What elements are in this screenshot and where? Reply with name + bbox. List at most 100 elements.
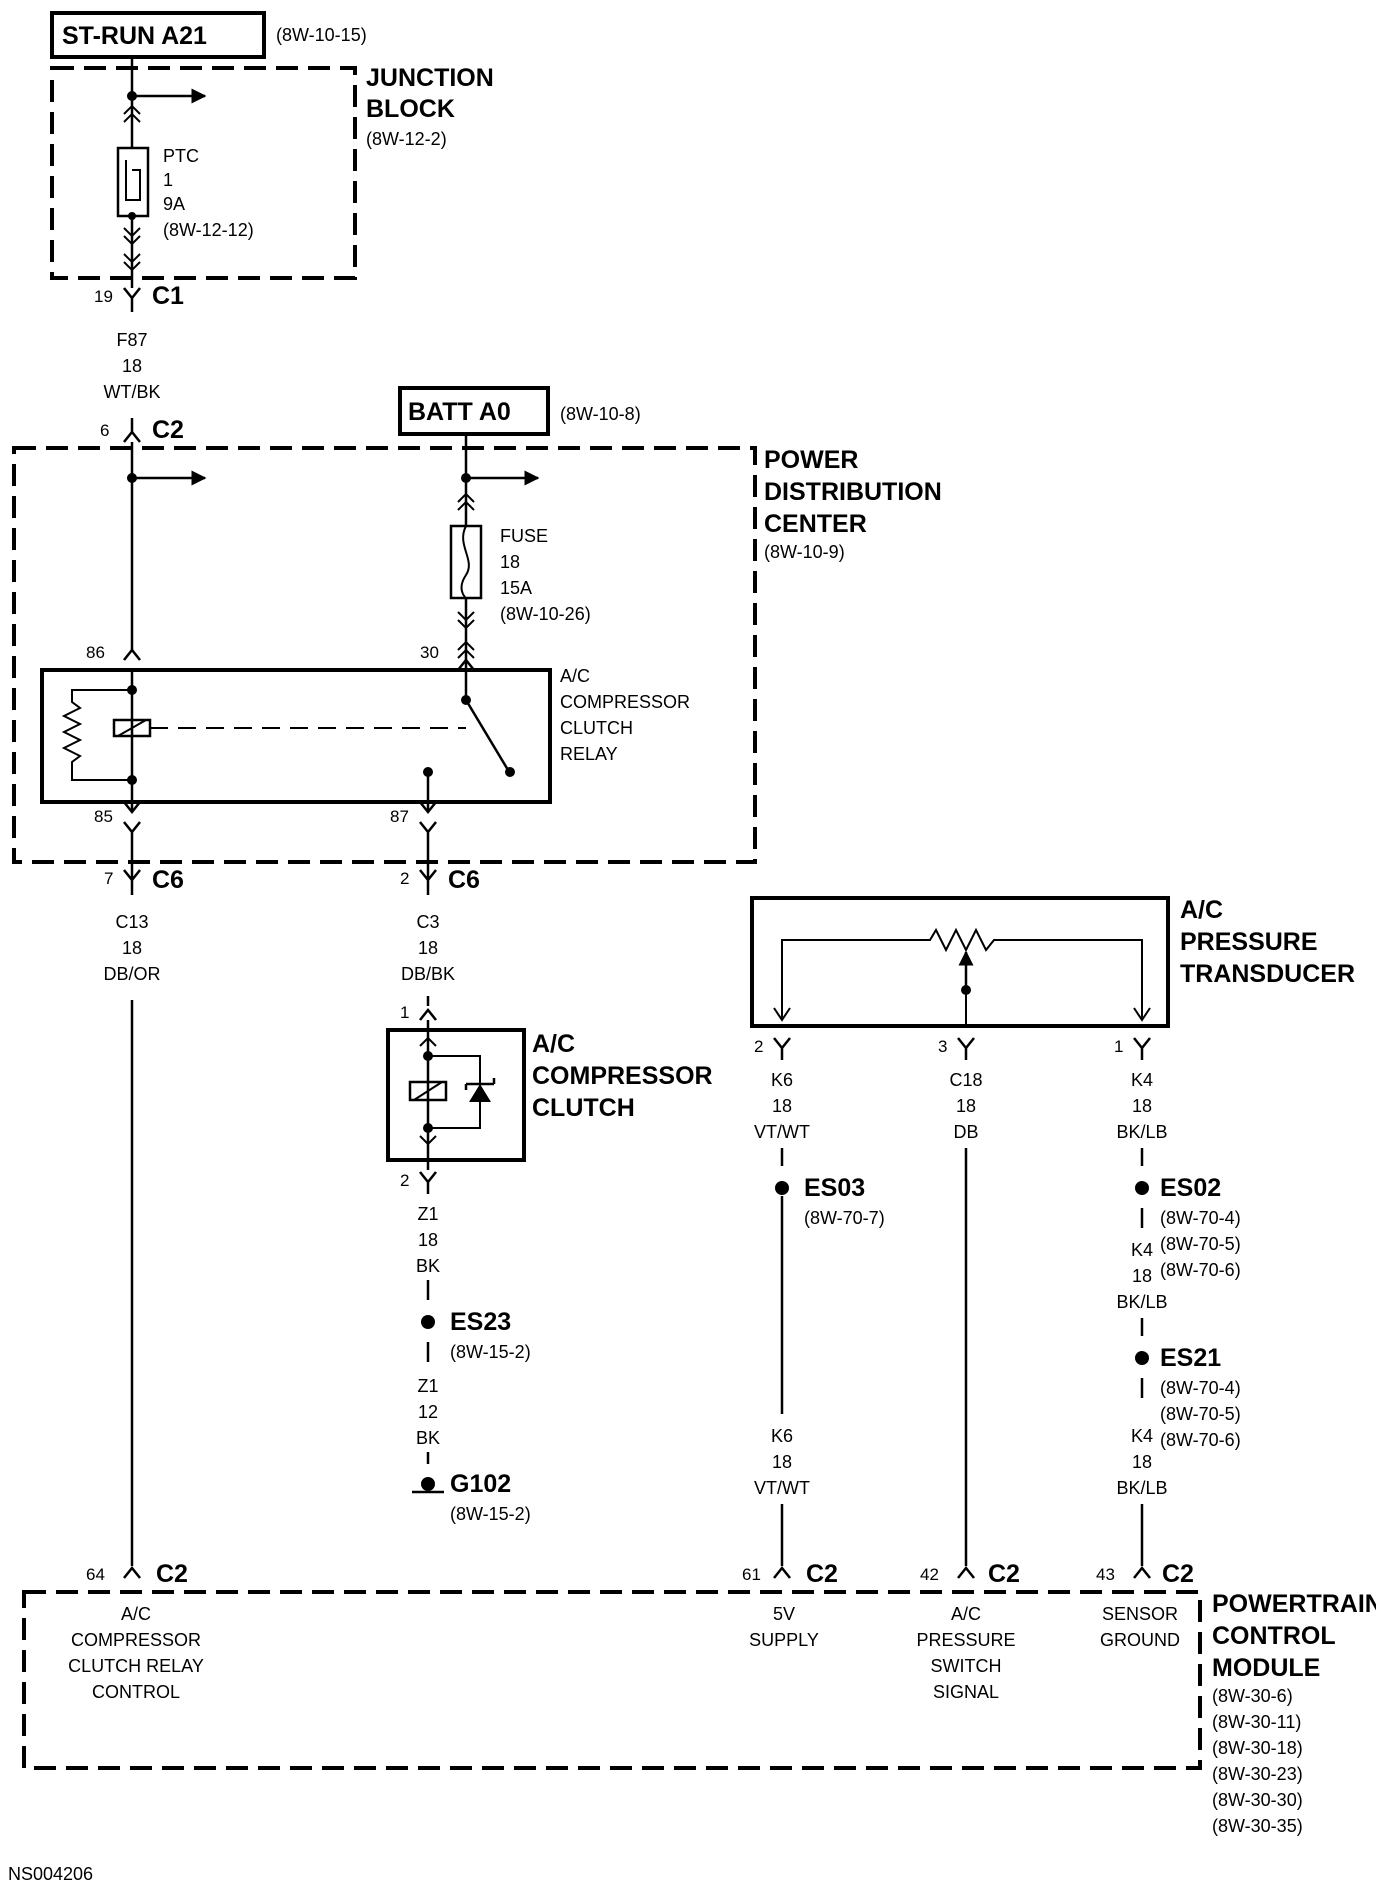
fuse-label-2: 18 (500, 552, 520, 572)
es02-ref-2: (8W-70-5) (1160, 1234, 1241, 1254)
relay-pin86-connector (123, 647, 141, 661)
c6-left-pin: 7 (104, 869, 113, 888)
ptc-element (125, 160, 141, 201)
c1-connector (123, 287, 141, 312)
es02-label: ES02 (1160, 1174, 1221, 1202)
es21-ref-2: (8W-70-5) (1160, 1404, 1241, 1424)
junction-block-ref: (8W-12-2) (366, 129, 447, 149)
clutch-coil-diagonal (413, 1081, 443, 1101)
pcm-pin42-connector (957, 1565, 975, 1579)
pcm-ref-4: (8W-30-23) (1212, 1764, 1303, 1784)
relay-label-3: CLUTCH (560, 718, 633, 738)
pcm-pin64-connector (123, 1565, 141, 1579)
pcm-pin43-desc-1: SENSOR (1102, 1604, 1178, 1624)
clutch-chevron-bottom (419, 1135, 437, 1146)
ptc-label-1: PTC (163, 146, 199, 166)
es23-ref: (8W-15-2) (450, 1342, 531, 1362)
wire-k6b-circuit: K6 (771, 1426, 793, 1446)
ptc-symbol (116, 146, 150, 218)
pcm-pin43-connector (1133, 1565, 1151, 1579)
clutch-chevron-top (419, 1036, 437, 1047)
transducer-label-3: TRANSDUCER (1180, 960, 1355, 988)
wire-k6a-color: VT/WT (754, 1122, 810, 1142)
pcm-pin61-desc-2: SUPPLY (749, 1630, 819, 1650)
relay-coil-diagonal (117, 719, 147, 737)
es02-ref-3: (8W-70-6) (1160, 1260, 1241, 1280)
clutch-coil (408, 1080, 448, 1102)
pcm-ref-5: (8W-30-30) (1212, 1790, 1303, 1810)
wire-z1b-gauge: 12 (418, 1402, 438, 1422)
pcm-pin61-conn: C2 (806, 1560, 838, 1588)
pdc-title-1: POWER (764, 446, 858, 474)
wire-k4a-color: BK/LB (1116, 1122, 1167, 1142)
pcm-pin64-desc-1: A/C (121, 1604, 151, 1624)
relay-label-4: RELAY (560, 744, 618, 764)
c2-top-pin: 6 (100, 421, 109, 440)
ptc-label-4: (8W-12-12) (163, 220, 254, 240)
c2-top-connector (123, 418, 141, 443)
pcm-title-3: MODULE (1212, 1654, 1320, 1682)
junction-block-outline (50, 66, 357, 280)
wire-z1b-circuit: Z1 (417, 1376, 438, 1396)
fuse-label-4: (8W-10-26) (500, 604, 591, 624)
wire-k6a-circuit: K6 (771, 1070, 793, 1090)
es03-ref: (8W-70-7) (804, 1208, 885, 1228)
relay-pin87-connector (419, 801, 437, 848)
transducer-left-arrowhead (773, 1007, 791, 1022)
wire-c18-color: DB (953, 1122, 978, 1142)
st-run-title: ST-RUN A21 (62, 22, 207, 50)
pcm-title-2: CONTROL (1212, 1622, 1336, 1650)
wire-c3-circuit: C3 (416, 912, 439, 932)
transducer-resistor (781, 927, 1143, 1018)
fuse-symbol (449, 524, 483, 600)
relay-switch-blade (464, 699, 510, 771)
pcm-pin61-desc-1: 5V (773, 1604, 795, 1624)
pdc-ref: (8W-10-9) (764, 542, 845, 562)
pcm-pin64-conn: C2 (156, 1560, 188, 1588)
pcm-ref-1: (8W-30-6) (1212, 1686, 1293, 1706)
wire-f87-gauge: 18 (122, 356, 142, 376)
pcm-ref-2: (8W-30-11) (1212, 1712, 1301, 1732)
wire-k4a-circuit: K4 (1131, 1070, 1153, 1090)
relay-pin85-connector (123, 801, 141, 848)
pcm-title-1: POWERTRAIN (1212, 1590, 1376, 1618)
pcm-pin64-desc-2: COMPRESSOR (71, 1630, 201, 1650)
pcm-pin42-desc-2: PRESSURE (916, 1630, 1015, 1650)
es02-splice (1135, 1181, 1149, 1195)
c6-right-pin: 2 (400, 869, 409, 888)
wire-k4b-gauge: 18 (1132, 1266, 1152, 1286)
relay-pin85: 85 (94, 807, 113, 826)
wire-k4c-circuit: K4 (1131, 1426, 1153, 1446)
wire-c18-circuit: C18 (949, 1070, 982, 1090)
wire-c3-gauge: 18 (418, 938, 438, 958)
wire-k6b-gauge: 18 (772, 1452, 792, 1472)
c1-pin: 19 (94, 287, 113, 306)
pcm-pin42: 42 (920, 1565, 939, 1584)
es03-label: ES03 (804, 1174, 865, 1202)
pcm-pin42-desc-3: SWITCH (931, 1656, 1002, 1676)
pcm-pin42-conn: C2 (988, 1560, 1020, 1588)
wire-c18-gauge: 18 (956, 1096, 976, 1116)
wire-k6a-gauge: 18 (772, 1096, 792, 1116)
st-run-box (50, 11, 266, 59)
pcm-outline (22, 1590, 1202, 1770)
g102-label: G102 (450, 1470, 511, 1498)
pcm-pin61: 61 (742, 1565, 761, 1584)
g102-ground-dot (421, 1477, 435, 1491)
relay-label-1: A/C (560, 666, 590, 686)
es03-splice (775, 1181, 789, 1195)
transducer-label-2: PRESSURE (1180, 928, 1318, 956)
clutch-pin-bottom: 2 (400, 1171, 409, 1190)
pcm-pin43-conn: C2 (1162, 1560, 1194, 1588)
c6-left-label: C6 (152, 866, 184, 894)
clutch-diode-bar (464, 1078, 496, 1090)
wire-k4b-circuit: K4 (1131, 1240, 1153, 1260)
fuse-element (460, 525, 470, 599)
batt-ref: (8W-10-8) (560, 404, 641, 424)
ptc-label-2: 1 (163, 170, 173, 190)
wire-c13-gauge: 18 (122, 938, 142, 958)
pdc-outline (12, 446, 757, 864)
es23-label: ES23 (450, 1308, 511, 1336)
es23-splice (421, 1315, 435, 1329)
